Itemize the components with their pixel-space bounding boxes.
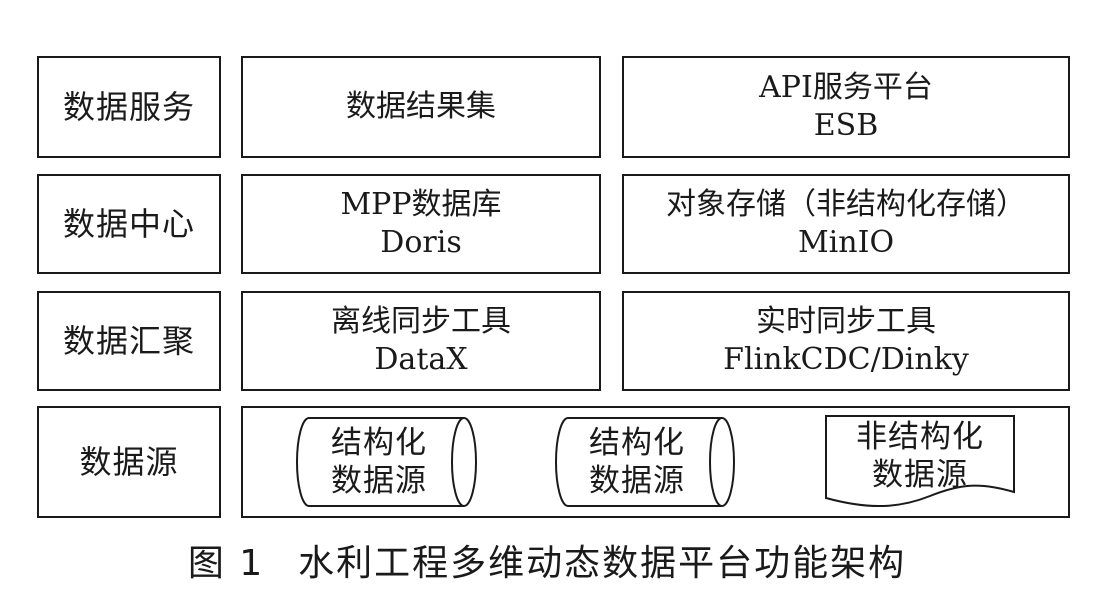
cylinder-end-2 <box>709 417 723 507</box>
cell-line1: 离线同步工具 <box>331 303 511 339</box>
layer-label-text: 数据汇聚 <box>62 321 195 360</box>
layer-label-data-source: 数据源 <box>37 406 221 518</box>
source-line2: 数据源 <box>589 463 685 499</box>
layer-label-text: 数据源 <box>79 442 179 481</box>
cell-line1: API服务平台 <box>759 69 933 105</box>
source-line1: 结构化 <box>589 425 685 461</box>
figure-title: 水利工程多维动态数据平台功能架构 <box>298 543 907 584</box>
layer-label-data-center: 数据中心 <box>37 174 221 274</box>
mpp-database-box: MPP数据库 Doris <box>241 174 601 274</box>
source-line1: 非结构化 <box>856 419 984 455</box>
object-storage-box: 对象存储（非结构化存储） MinIO <box>622 174 1070 274</box>
cell-line2: ESB <box>813 108 879 143</box>
layer-label-text: 数据中心 <box>62 204 195 243</box>
figure-caption: 图 1 水利工程多维动态数据平台功能架构 <box>0 534 1094 586</box>
unstructured-source-document <box>825 415 1015 508</box>
source-label-2: 结构化 数据源 <box>567 424 707 500</box>
realtime-sync-tool-box: 实时同步工具 FlinkCDC/Dinky <box>622 291 1070 391</box>
cell-line2: DataX <box>374 342 468 377</box>
cell-line2: Doris <box>380 225 462 260</box>
cell-line1: 数据结果集 <box>346 88 496 124</box>
figure-number: 图 1 <box>187 543 265 584</box>
source-label-3: 非结构化 数据源 <box>830 418 1010 494</box>
cell-line2: MinIO <box>797 225 895 260</box>
source-line2: 数据源 <box>872 457 968 493</box>
offline-sync-tool-box: 离线同步工具 DataX <box>241 291 601 391</box>
source-line1: 结构化 <box>331 425 427 461</box>
layer-label-data-aggregation: 数据汇聚 <box>37 291 221 391</box>
layer-label-text: 数据服务 <box>62 87 195 126</box>
source-label-1: 结构化 数据源 <box>309 424 449 500</box>
cell-line1: MPP数据库 <box>340 186 502 222</box>
data-result-set-box: 数据结果集 <box>241 56 601 158</box>
source-line2: 数据源 <box>331 463 427 499</box>
cell-line1: 对象存储（非结构化存储） <box>666 186 1026 222</box>
api-service-platform-box: API服务平台 ESB <box>622 56 1070 158</box>
layer-label-data-service: 数据服务 <box>37 56 221 158</box>
cylinder-end-1 <box>451 417 465 507</box>
cell-line2: FlinkCDC/Dinky <box>723 342 969 377</box>
cell-line1: 实时同步工具 <box>756 303 936 339</box>
